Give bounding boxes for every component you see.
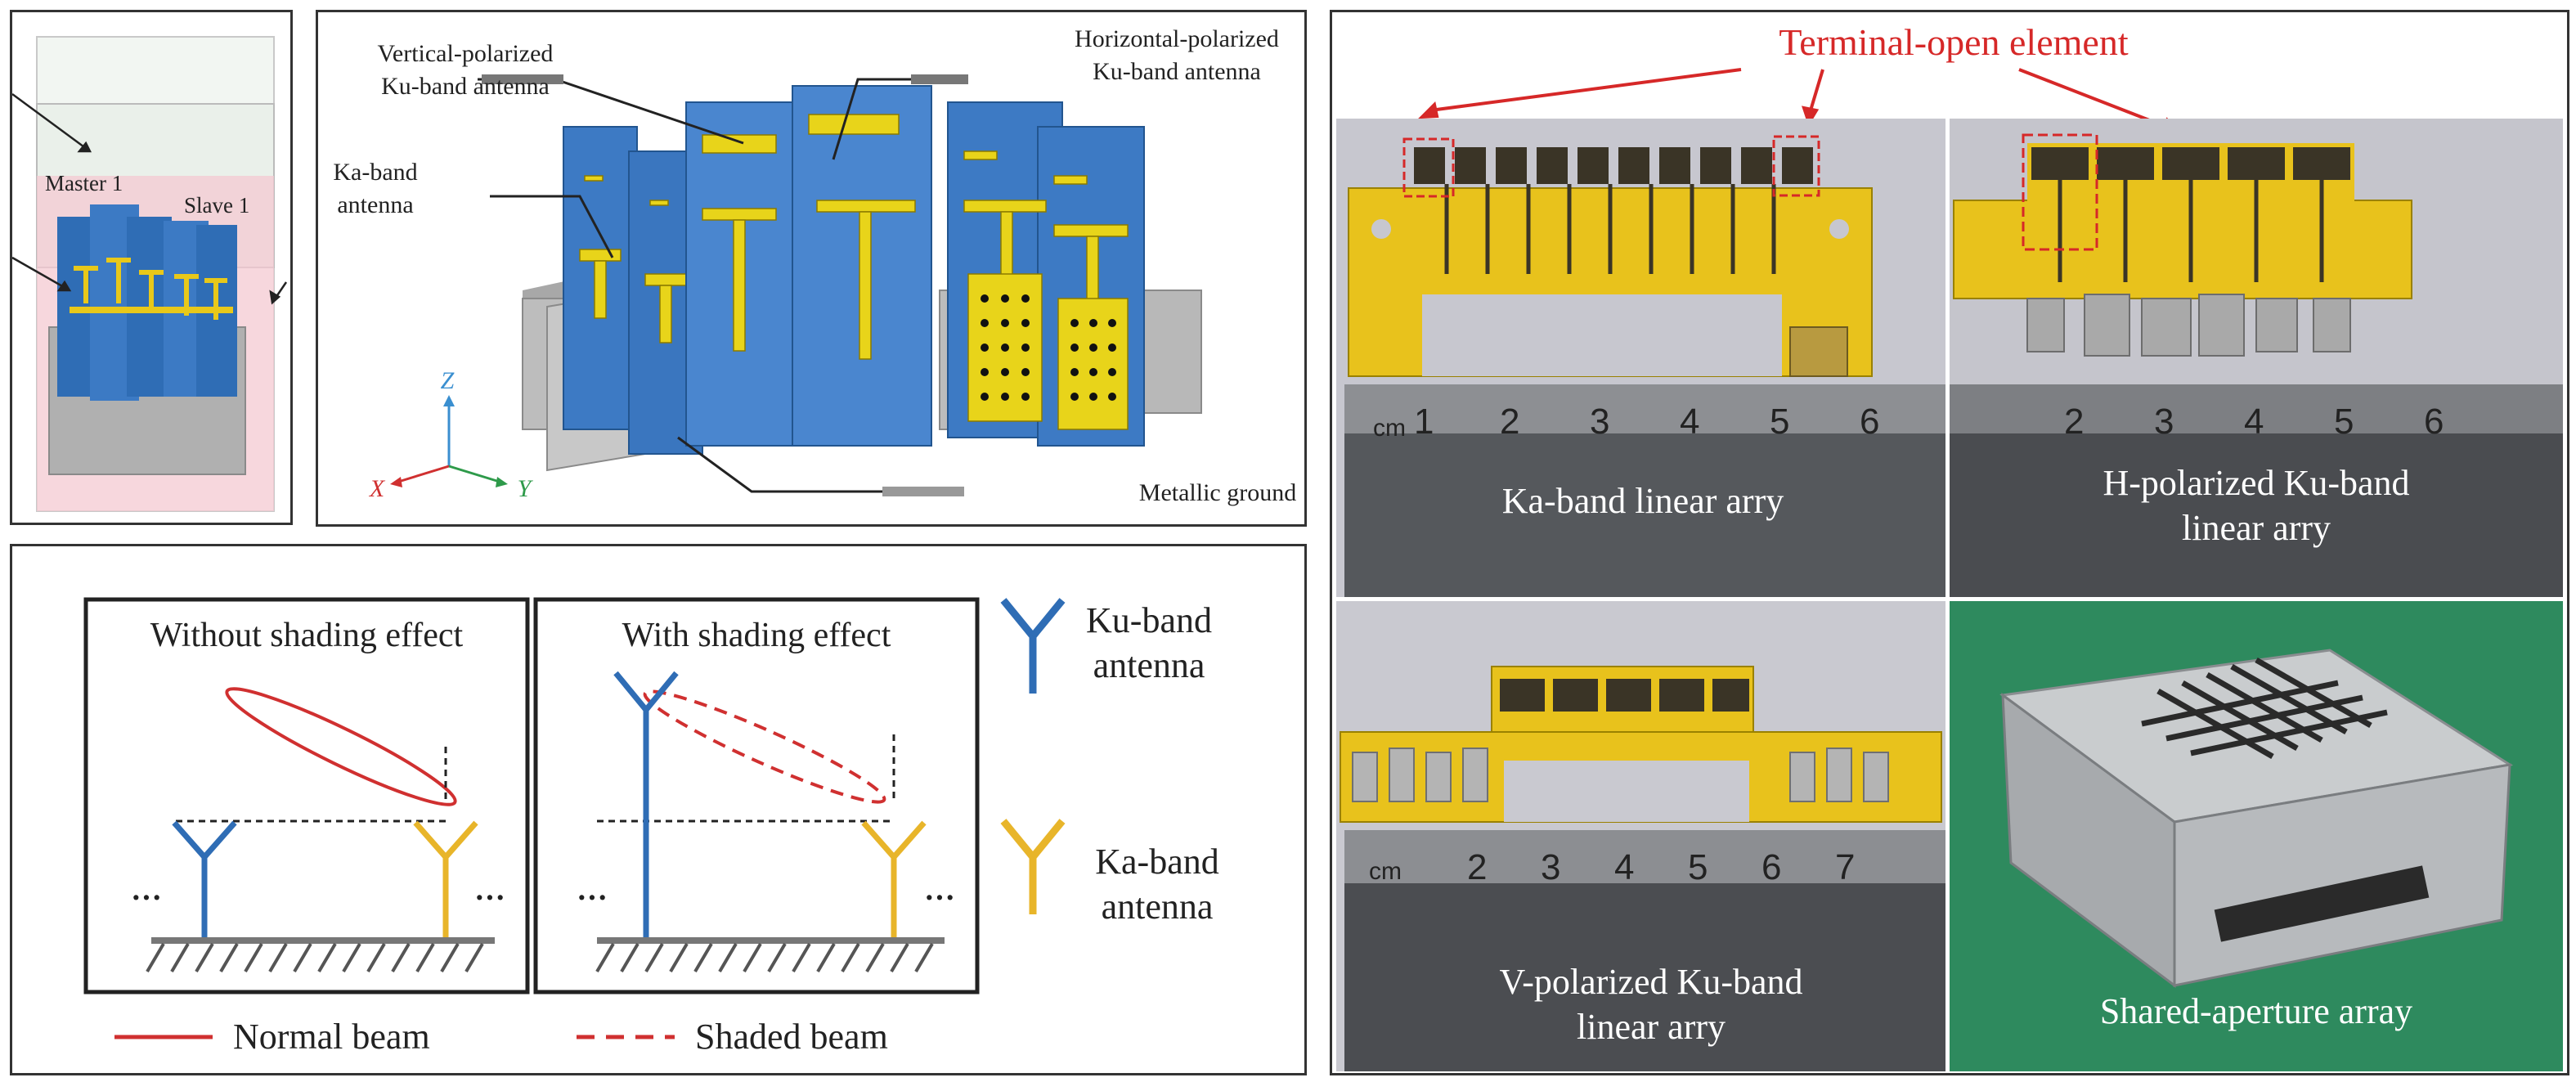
svg-text:5: 5 bbox=[2334, 402, 2354, 442]
photo-collage: Terminal-open element bbox=[1336, 21, 2563, 1071]
shading-effect-panel: Without shading effect ··· ··· With shad… bbox=[10, 544, 1307, 1075]
ruler-ticks-h: 2 3 4 5 6 bbox=[2064, 402, 2444, 442]
ruler-ticks-ka: 1 2 3 4 5 6 bbox=[1414, 402, 1879, 442]
ka-antenna-icon-right bbox=[861, 820, 927, 939]
svg-text:4: 4 bbox=[2244, 402, 2264, 442]
svg-text:6: 6 bbox=[1860, 402, 1879, 442]
horizontal-ku-label-line2: Ku-band antenna bbox=[1093, 58, 1261, 85]
ku-antenna-icon-left bbox=[172, 820, 237, 939]
ka-legend-label-line2: antenna bbox=[1102, 887, 1214, 927]
ka-band-antenna-plates bbox=[563, 126, 703, 455]
metallic-ground-label: Metallic ground bbox=[1139, 479, 1296, 506]
svg-text:2: 2 bbox=[2064, 402, 2084, 442]
shading-effect-diagram: Without shading effect ··· ··· With shad… bbox=[83, 597, 1219, 1057]
v-array-label-line2: linear arry bbox=[1577, 1007, 1726, 1047]
h-array-label-line1: H-polarized Ku-band bbox=[2103, 463, 2409, 503]
ka-antenna-icon-left bbox=[413, 820, 478, 939]
ku-antenna-icon-right bbox=[613, 671, 679, 939]
sim-model-diagram: Master 1 Slave 1 bbox=[12, 36, 288, 512]
svg-text:3: 3 bbox=[1590, 402, 1609, 442]
svg-text:7: 7 bbox=[1835, 847, 1855, 887]
vertical-ku-label-line2: Ku-band antenna bbox=[381, 73, 550, 100]
ka-legend-icon bbox=[1000, 819, 1066, 914]
svg-text:3: 3 bbox=[1541, 847, 1560, 887]
ka-antenna-label-line1: Ka-band bbox=[333, 159, 417, 186]
v-array-label-line1: V-polarized Ku-band bbox=[1499, 962, 1802, 1002]
shaded-beam-ellipse bbox=[643, 689, 886, 804]
h-array-label-line2: linear arry bbox=[2182, 508, 2331, 548]
ellipsis-right-1: ··· bbox=[577, 881, 608, 915]
axis-z-label: Z bbox=[441, 367, 455, 394]
normal-beam-ellipse bbox=[225, 687, 457, 806]
svg-text:3: 3 bbox=[2154, 402, 2174, 442]
ground-hatch-left bbox=[146, 942, 484, 973]
svg-text:6: 6 bbox=[2424, 402, 2444, 442]
with-shading-box bbox=[533, 597, 980, 994]
photo-ka-array bbox=[1336, 119, 1945, 597]
master-label: Master 1 bbox=[45, 171, 123, 195]
ruler-ticks-v: 2 3 4 5 6 7 bbox=[1467, 847, 1855, 887]
axis-y-label: Y bbox=[518, 475, 534, 502]
ground-hatch-right bbox=[595, 942, 934, 973]
coordinate-axes-icon bbox=[390, 395, 508, 487]
ellipsis-left-1: ··· bbox=[131, 881, 162, 915]
svg-text:2: 2 bbox=[1500, 402, 1519, 442]
ku-legend-icon bbox=[1000, 598, 1066, 694]
ka-array-label: Ka-band linear arry bbox=[1502, 481, 1784, 521]
ellipsis-right-2: ··· bbox=[924, 881, 955, 915]
antenna-model-panel: Vertical-polarized Ku-band antenna Horiz… bbox=[316, 10, 1307, 527]
horizontal-ku-label-line1: Horizontal-polarized bbox=[1075, 25, 1279, 52]
svg-text:1: 1 bbox=[1414, 402, 1434, 442]
svg-text:6: 6 bbox=[1761, 847, 1781, 887]
ruler-cm-label-3: cm bbox=[1369, 858, 1402, 885]
antenna-model-diagram: Vertical-polarized Ku-band antenna Horiz… bbox=[333, 25, 1296, 506]
normal-beam-legend-label: Normal beam bbox=[233, 1017, 430, 1057]
without-shading-box bbox=[83, 597, 530, 994]
sim-model-panel: Master 1 Slave 1 bbox=[10, 10, 293, 525]
shaded-beam-legend-label: Shaded beam bbox=[695, 1017, 888, 1057]
svg-text:5: 5 bbox=[1770, 402, 1789, 442]
axis-x-label: X bbox=[369, 475, 386, 502]
ka-antenna-label-line2: antenna bbox=[337, 191, 413, 218]
horizontal-ku-antenna-plates bbox=[947, 101, 1145, 447]
photo-h-ku-array bbox=[1950, 119, 2563, 597]
without-shading-title: Without shading effect bbox=[150, 617, 464, 654]
vertical-ku-label-line1: Vertical-polarized bbox=[378, 40, 554, 67]
ku-legend-label-line1: Ku-band bbox=[1086, 600, 1212, 640]
ellipsis-left-2: ··· bbox=[474, 881, 505, 915]
slave-label: Slave 1 bbox=[184, 193, 249, 218]
svg-text:4: 4 bbox=[1680, 402, 1699, 442]
terminal-open-label: Terminal-open element bbox=[1779, 21, 2128, 63]
ka-legend-label-line1: Ka-band bbox=[1095, 842, 1219, 882]
with-shading-title: With shading effect bbox=[622, 617, 891, 654]
sim-antenna-plates bbox=[57, 204, 237, 401]
ruler-cm-label-1: cm bbox=[1373, 415, 1406, 442]
ku-legend-label-line2: antenna bbox=[1093, 645, 1205, 685]
shared-array-label: Shared-aperture array bbox=[2100, 991, 2412, 1031]
svg-text:4: 4 bbox=[1614, 847, 1634, 887]
svg-text:2: 2 bbox=[1467, 847, 1487, 887]
photo-panel: Terminal-open element bbox=[1330, 10, 2569, 1075]
svg-text:5: 5 bbox=[1688, 847, 1708, 887]
photo-shared-aperture bbox=[1950, 601, 2563, 1071]
vertical-ku-antenna-plates bbox=[685, 85, 932, 447]
photo-v-ku-array bbox=[1336, 601, 1945, 1071]
